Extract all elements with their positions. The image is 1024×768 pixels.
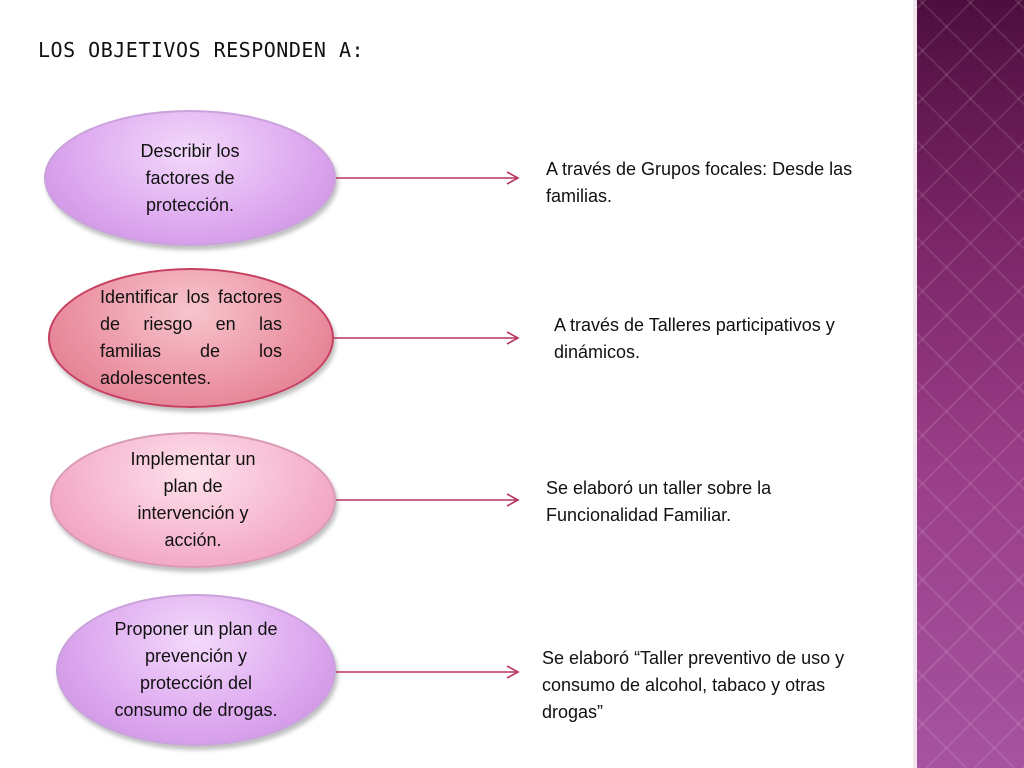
response-text-2: A través de Talleres participativos y di… <box>554 315 835 362</box>
objective-text-1: Describir los factores de protección. <box>140 140 240 215</box>
objective-ellipse-4: Proponer un plan de prevención y protecc… <box>56 594 336 746</box>
objective-text-3: Implementar un plan de intervención y ac… <box>130 449 256 550</box>
response-text-4: Se elaboró “Taller preventivo de uso y c… <box>542 648 845 722</box>
objective-text-2: Identificar los factores de riesgo en la… <box>100 287 282 388</box>
response-text-3: Se elaboró un taller sobre la Funcionali… <box>546 478 772 525</box>
objective-text-4: Proponer un plan de prevención y protecc… <box>114 619 278 720</box>
slide-title: LOS OBJETIVOS RESPONDEN A: <box>38 38 365 62</box>
objective-ellipse-3: Implementar un plan de intervención y ac… <box>50 432 336 568</box>
response-text-1: A través de Grupos focales: Desde las fa… <box>546 159 853 206</box>
objective-ellipse-2: Identificar los factores de riesgo en la… <box>48 268 334 408</box>
decorative-sidebar <box>913 0 1024 768</box>
objective-ellipse-1: Describir los factores de protección. <box>44 110 336 246</box>
